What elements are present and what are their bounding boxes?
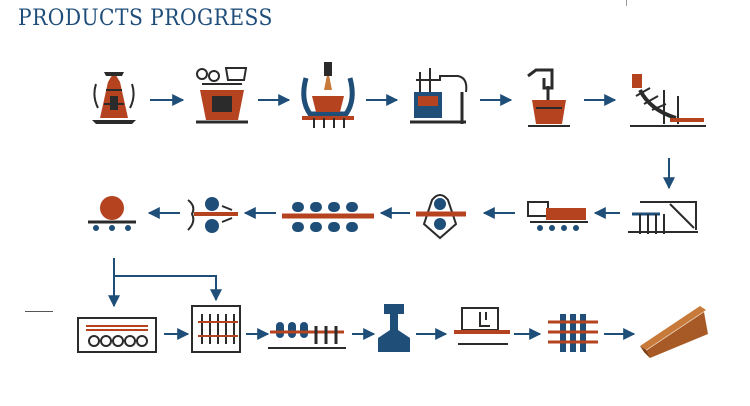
steel-beam-icon: [640, 306, 708, 358]
page-title: PRODUCTS PROGRESS: [18, 6, 273, 31]
ladle-furnace-icon: [527, 68, 570, 127]
billet-cart-icon: [527, 201, 588, 231]
bundling-icon: [548, 314, 598, 352]
flying-shear-icon: [187, 197, 238, 233]
converter-icon: [410, 68, 468, 124]
continuous-caster-icon: [630, 74, 706, 127]
rolling-mill-icon: [282, 202, 374, 232]
descaler-icon: [416, 194, 466, 240]
reheating-furnace-icon: [77, 317, 157, 353]
inspection-station-icon: [454, 307, 510, 345]
cutting-table-icon: [628, 201, 698, 234]
flow-branch-arrow: [114, 275, 222, 302]
cooling-bed-icon: [191, 305, 241, 353]
sintering-plant-icon: [196, 67, 248, 124]
rail-profile-icon: [378, 304, 410, 352]
edge-dash: [25, 311, 53, 312]
coil-car-icon: [88, 196, 136, 231]
mine-tower-icon: [92, 72, 136, 124]
blast-furnace-icon: [301, 62, 355, 128]
straightener-icon: [268, 322, 346, 349]
edge-mark: [626, 0, 627, 6]
